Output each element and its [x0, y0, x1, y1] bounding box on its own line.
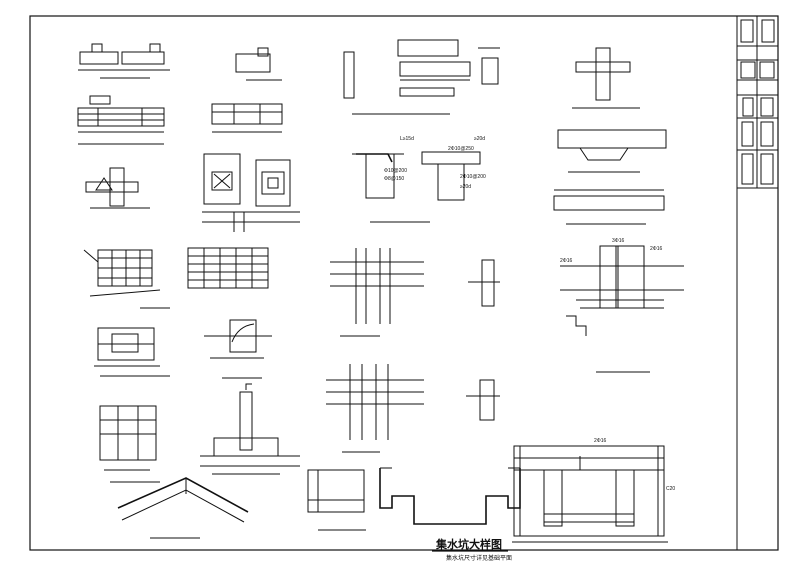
title-block — [736, 15, 779, 551]
callout-pit-side: C20 — [666, 486, 675, 492]
detail-column-section — [202, 153, 300, 232]
detail-step-section — [211, 47, 283, 133]
detail-beam-elevation-1 — [77, 95, 165, 145]
callout-right-b: 2Φ16 — [650, 246, 663, 252]
callout-center-b: 2Φ10@200 — [460, 174, 486, 180]
detail-small-beams — [78, 43, 170, 79]
callout-slab-2: Φ8@150 — [384, 176, 404, 182]
detail-wall-footing-right: 3Φ16 2Φ16 2Φ16 — [560, 238, 684, 373]
detail-beam-bent-bars: Φ10@200 Φ8@150 2Φ10@250 2Φ10@200 ≥20d — [352, 146, 486, 223]
main-title: 集水坑大样图 — [435, 537, 502, 551]
detail-beam-top-center — [343, 39, 500, 115]
callout-slab-1: Φ10@200 — [384, 168, 407, 174]
callout-right-c: 2Φ16 — [560, 258, 573, 264]
main-subtitle: 集水坑尺寸详见基础平面 — [446, 554, 512, 562]
sump-pit-section: 集水坑大样图 集水坑尺寸详见基础平面 — [379, 467, 521, 562]
callout-beam-b: ≥20d — [474, 136, 485, 142]
detail-corner-1 — [85, 167, 150, 209]
sump-pit-rebar-detail: C20 2Φ16 — [512, 438, 675, 543]
callout-center-c: ≥20d — [460, 184, 471, 190]
callout-beam-a: L≥15d — [400, 136, 414, 142]
detail-slab-grid-2 — [187, 247, 269, 289]
detail-wall-corner — [307, 469, 366, 531]
detail-column-joint-b — [326, 364, 500, 453]
detail-column-base-2 — [200, 383, 300, 475]
callout-center-a: 2Φ10@250 — [448, 146, 474, 152]
detail-joint-right — [553, 47, 667, 225]
detail-column-base-1 — [99, 405, 160, 483]
detail-opening-2 — [204, 319, 272, 379]
detail-bent-beam — [117, 477, 249, 539]
callout-right-a: 3Φ16 — [612, 238, 625, 244]
detail-opening-1 — [94, 327, 170, 377]
detail-slab-grid-1 — [83, 249, 170, 309]
beam-anchorage-notes: L≥15d ≥20d — [400, 136, 485, 142]
callout-pit-top: 2Φ16 — [594, 438, 607, 444]
detail-column-joint-a — [330, 248, 500, 337]
